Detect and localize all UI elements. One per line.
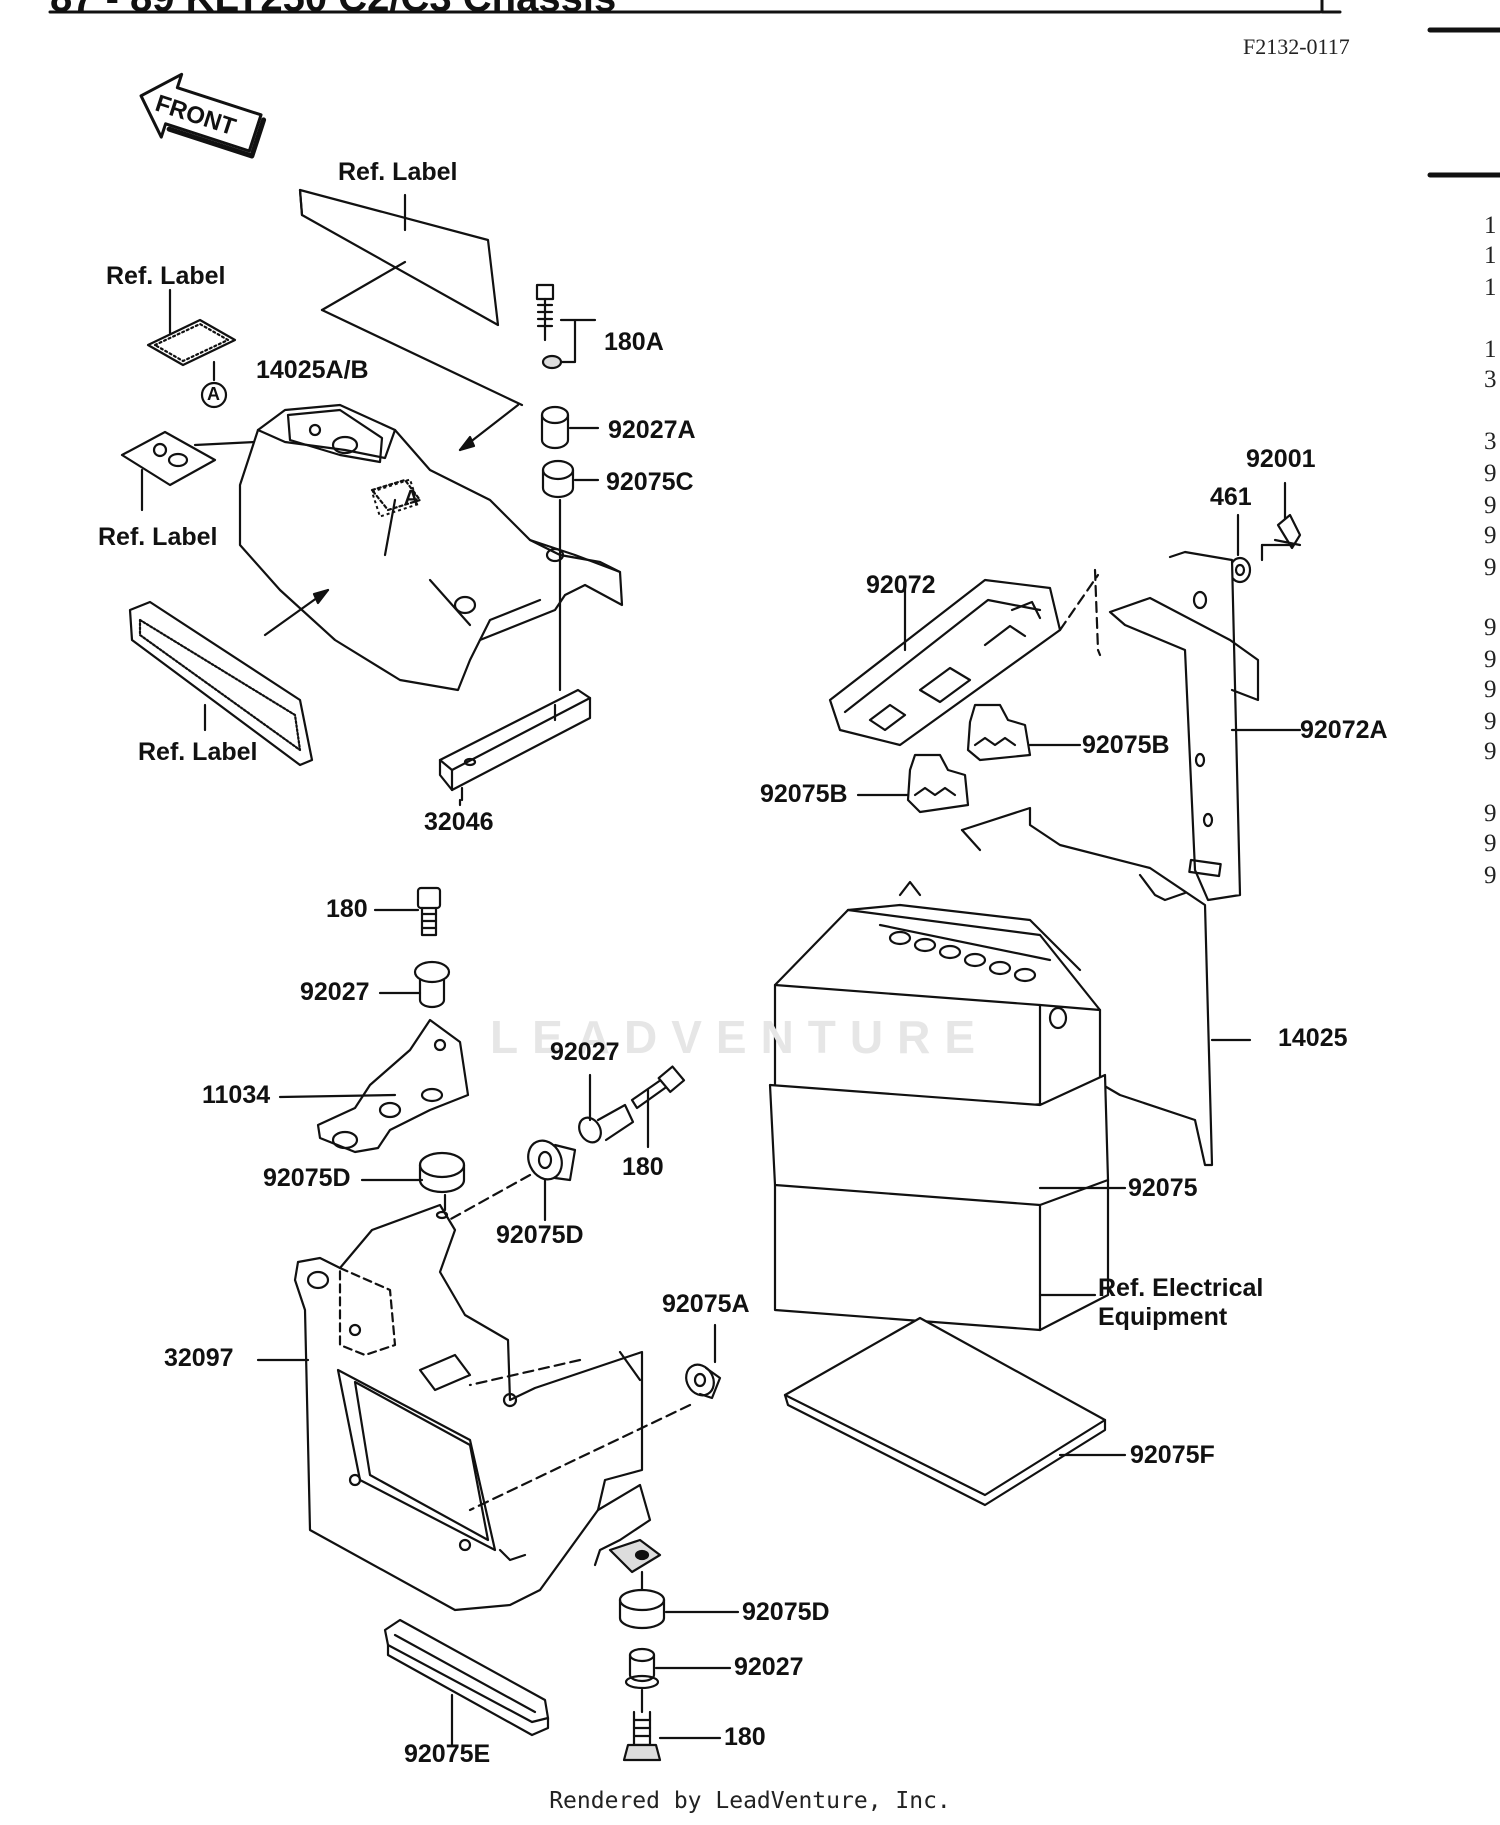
callout-ref-label-left-top: Ref. Label <box>106 262 226 290</box>
side-index-number: 9 <box>1484 492 1497 519</box>
grommet-92075a <box>685 1323 722 1400</box>
washer-461 <box>1228 513 1252 584</box>
callout-92075e: 92075E <box>404 1740 491 1768</box>
battery-band-92075 <box>768 1073 1127 1332</box>
callout-92075f: 92075F <box>1130 1441 1215 1469</box>
battery-case-14025 <box>960 806 1252 1167</box>
collar-92027a <box>540 405 600 450</box>
ref-label-holes <box>120 430 297 512</box>
side-index-number: 9 <box>1484 646 1497 673</box>
callout-92027a: 92027A <box>608 416 696 444</box>
wing-bolt-92001 <box>1260 481 1302 562</box>
callout-92027-bot: 92027 <box>734 1653 804 1681</box>
mat-92075f <box>783 1316 1127 1507</box>
callout-32046: 32046 <box>424 808 494 836</box>
callout-92075d-bot: 92075D <box>742 1598 830 1626</box>
callout-92072a: 92072A <box>1300 716 1388 744</box>
callout-92072: 92072 <box>866 571 936 599</box>
side-index-number: 3 <box>1484 366 1497 393</box>
grommet-92075d-left <box>360 1151 466 1212</box>
ref-label-sheet <box>298 188 524 407</box>
callout-circle-a: A <box>207 384 220 404</box>
callout-92075a: 92075A <box>662 1290 750 1318</box>
callout-14025ab: 14025A/B <box>256 356 369 384</box>
callout-180-top: 180 <box>326 895 368 923</box>
side-index-number: 9 <box>1484 708 1497 735</box>
bolt-180a <box>535 283 597 370</box>
ref-label-small <box>146 288 237 409</box>
page-header-title: 87 - 89 KLT250 C2/C3 Chassis <box>50 0 616 21</box>
callout-92027-top: 92027 <box>300 978 370 1006</box>
callout-32097: 32097 <box>164 1344 234 1372</box>
callout-92075c: 92075C <box>606 468 694 496</box>
strap-92072a <box>1108 550 1302 902</box>
pad-92075b-1 <box>966 703 1082 762</box>
side-index-number: 3 <box>1484 428 1497 455</box>
callout-14025: 14025 <box>1278 1024 1348 1052</box>
emblem-ref-label <box>128 600 314 767</box>
collar-92027-top <box>378 960 451 1009</box>
callout-92075b-left: 92075B <box>760 780 848 808</box>
callout-ref-label-left-mid: Ref. Label <box>98 523 218 551</box>
side-index-number: 9 <box>1484 830 1497 857</box>
pad-92075b-2 <box>856 753 970 814</box>
circle-a-cover <box>370 478 420 518</box>
side-index-number: 9 <box>1484 738 1497 765</box>
watermark: LEADVENTURE <box>490 1011 990 1063</box>
callout-circle-a2: A <box>404 487 419 509</box>
callout-92001: 92001 <box>1246 445 1316 473</box>
side-index-number: 9 <box>1484 800 1497 827</box>
grommet-92075c <box>541 459 600 499</box>
bolt-180-top <box>373 886 442 937</box>
bolt-180-mid <box>630 1065 686 1149</box>
side-index-number: 1 <box>1484 336 1497 363</box>
battery-bracket-32097 <box>256 1203 662 1612</box>
callout-11034: 11034 <box>202 1081 271 1109</box>
grommet-92075d-mid <box>527 1139 577 1222</box>
side-index-number: 9 <box>1484 676 1497 703</box>
callout-92075d-left: 92075D <box>263 1164 351 1192</box>
side-index-number: 1 <box>1484 274 1497 301</box>
grommet-92075d-bot <box>618 1570 740 1630</box>
front-arrow-icon <box>139 72 267 159</box>
figure-code: F2132-0117 <box>1243 34 1350 59</box>
seat-cover <box>238 403 624 692</box>
bracket-32046 <box>438 688 592 807</box>
callout-ref-label-emblem: Ref. Label <box>138 738 258 766</box>
collar-92027-mid <box>578 1073 635 1144</box>
side-index-number: 9 <box>1484 522 1497 549</box>
bolt-180-bot <box>622 1688 722 1762</box>
holder-92072 <box>828 578 1062 747</box>
callout-180a: 180A <box>604 328 664 356</box>
collar-92027-bot <box>624 1647 732 1690</box>
bracket-11034 <box>278 1018 470 1154</box>
callout-180-mid: 180 <box>622 1153 664 1181</box>
callout-92075: 92075 <box>1128 1174 1198 1202</box>
grommet-92075e <box>383 1618 550 1747</box>
side-index-number: 9 <box>1484 554 1497 581</box>
side-index-number: 9 <box>1484 614 1497 641</box>
callout-ref-electrical-1: Ref. Electrical <box>1098 1274 1264 1302</box>
side-index-number: 1 <box>1484 212 1497 239</box>
callout-ref-electrical-2: Equipment <box>1098 1303 1228 1331</box>
side-index-number: 1 <box>1484 242 1497 269</box>
side-index-number: 9 <box>1484 862 1497 889</box>
side-index-number: 9 <box>1484 460 1497 487</box>
callout-ref-label-top: Ref. Label <box>338 158 458 186</box>
callout-92027-mid: 92027 <box>550 1038 620 1066</box>
callout-92075d-mid: 92075D <box>496 1221 584 1249</box>
callout-92075b-right: 92075B <box>1082 731 1170 759</box>
callout-461: 461 <box>1210 483 1252 511</box>
callout-180-bot: 180 <box>724 1723 766 1751</box>
footer-credit: Rendered by LeadVenture, Inc. <box>549 1788 951 1814</box>
